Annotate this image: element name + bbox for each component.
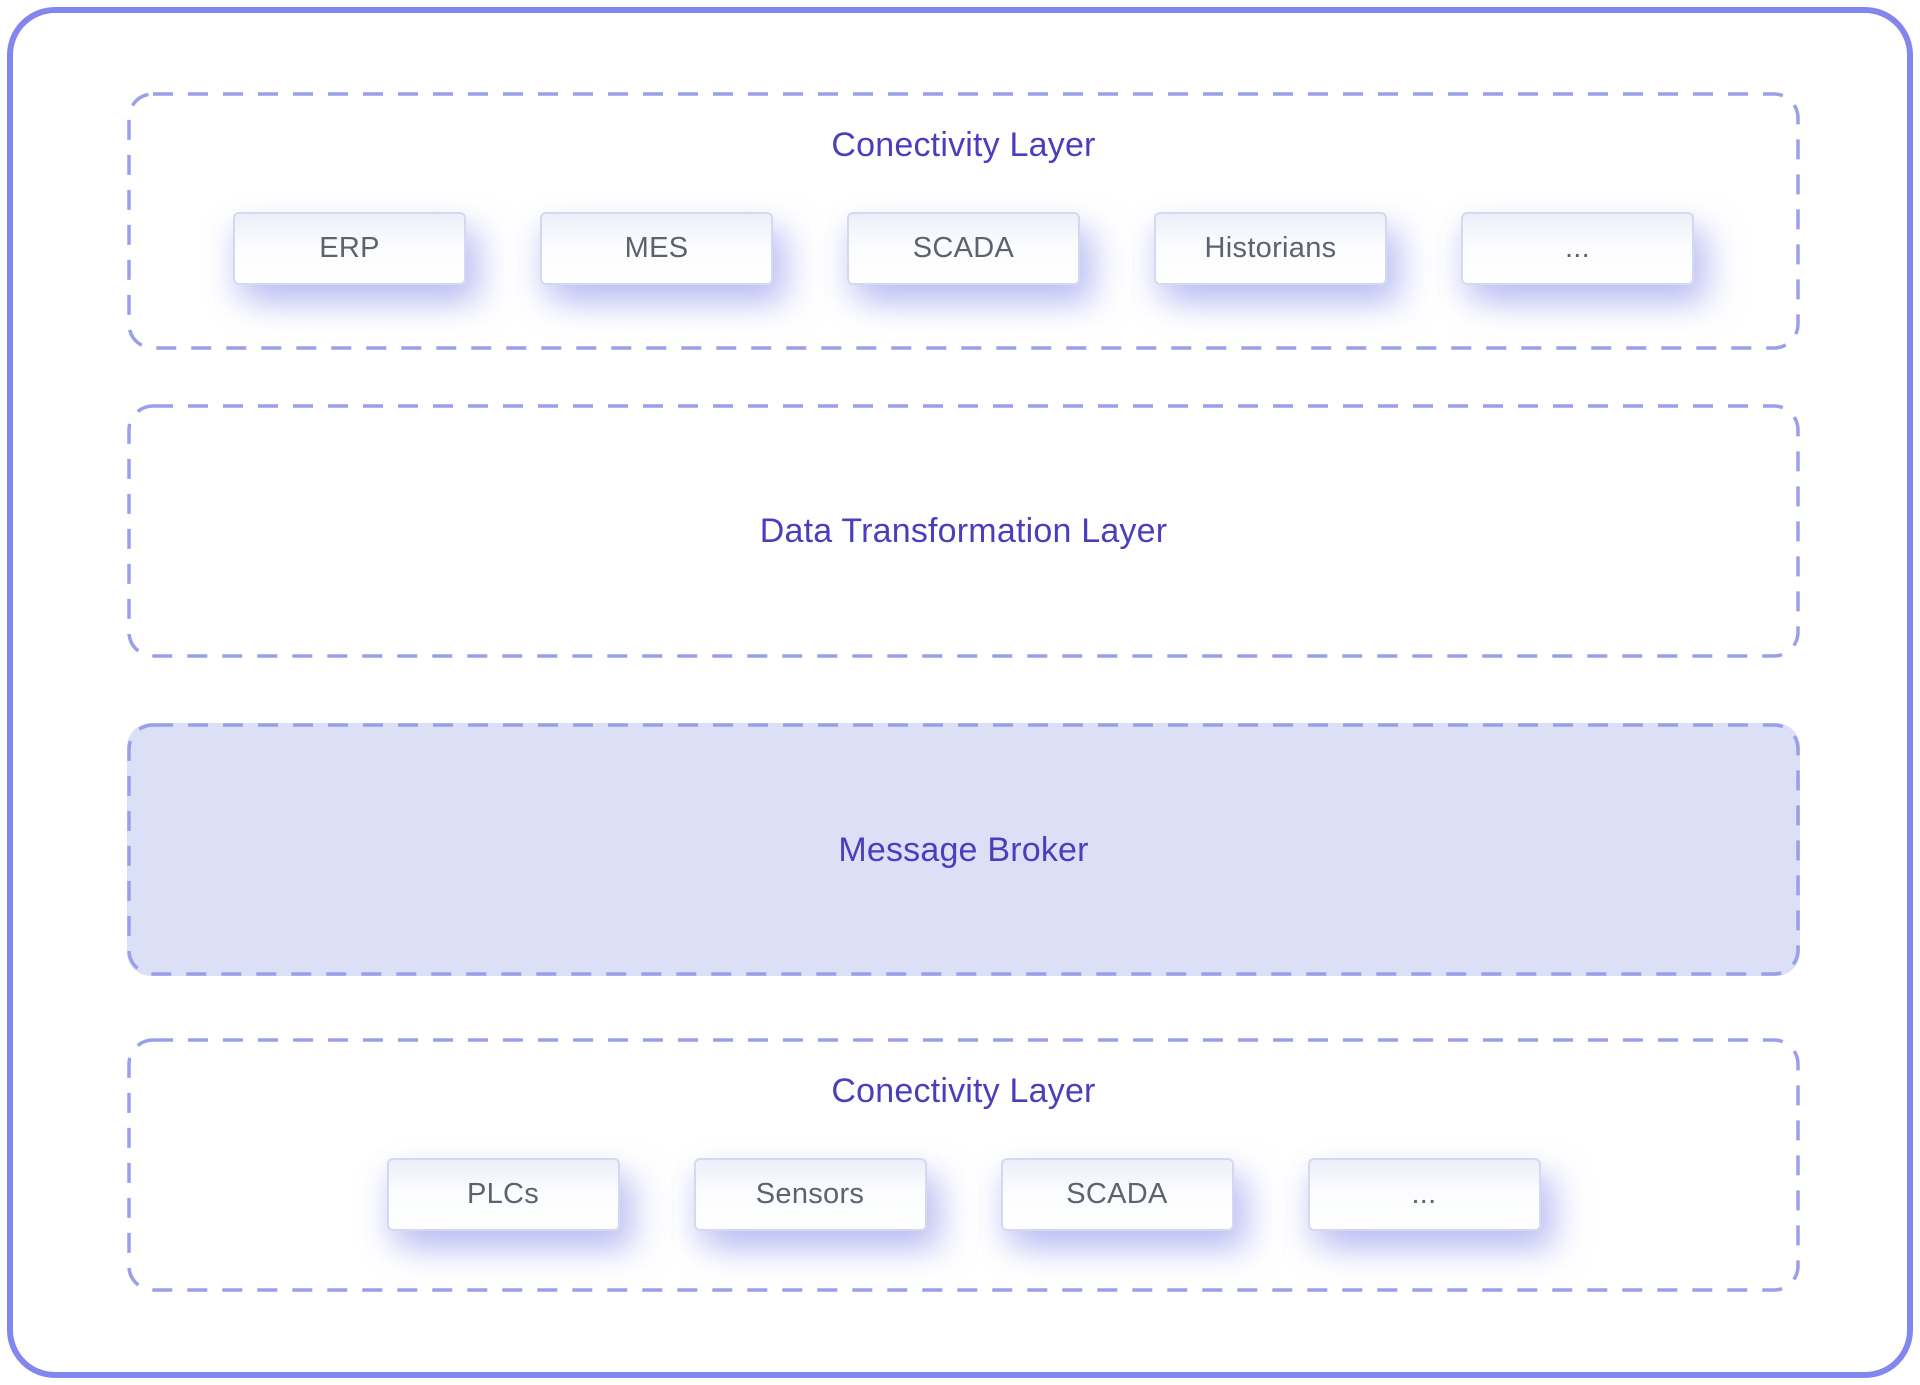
node-ellipsis-bottom: ...: [1307, 1158, 1541, 1231]
node-historians: Historians: [1154, 212, 1387, 285]
diagram-outer-frame: [7, 7, 1913, 1378]
layer-title-data-transformation: Data Transformation Layer: [759, 512, 1168, 550]
layer-connectivity-top: Conectivity Layer ERP MES SCADA Historia…: [127, 92, 1800, 350]
layer-title-connectivity-top: Conectivity Layer: [831, 126, 1096, 164]
box-row-top: ERP MES SCADA Historians ...: [127, 212, 1800, 285]
layer-connectivity-bottom: Conectivity Layer PLCs Sensors SCADA ...: [127, 1038, 1800, 1292]
node-ellipsis-top: ...: [1461, 212, 1694, 285]
node-scada-top: SCADA: [847, 212, 1080, 285]
layer-title-connectivity-bottom: Conectivity Layer: [831, 1072, 1096, 1110]
node-sensors: Sensors: [693, 1158, 927, 1231]
node-erp: ERP: [233, 212, 466, 285]
box-row-bottom: PLCs Sensors SCADA ...: [127, 1158, 1800, 1231]
node-scada-bottom: SCADA: [1000, 1158, 1234, 1231]
node-plcs: PLCs: [386, 1158, 620, 1231]
layer-message-broker: Message Broker: [127, 723, 1800, 976]
node-mes: MES: [540, 212, 773, 285]
layer-title-message-broker: Message Broker: [838, 830, 1089, 869]
layer-data-transformation: Data Transformation Layer: [127, 404, 1800, 658]
